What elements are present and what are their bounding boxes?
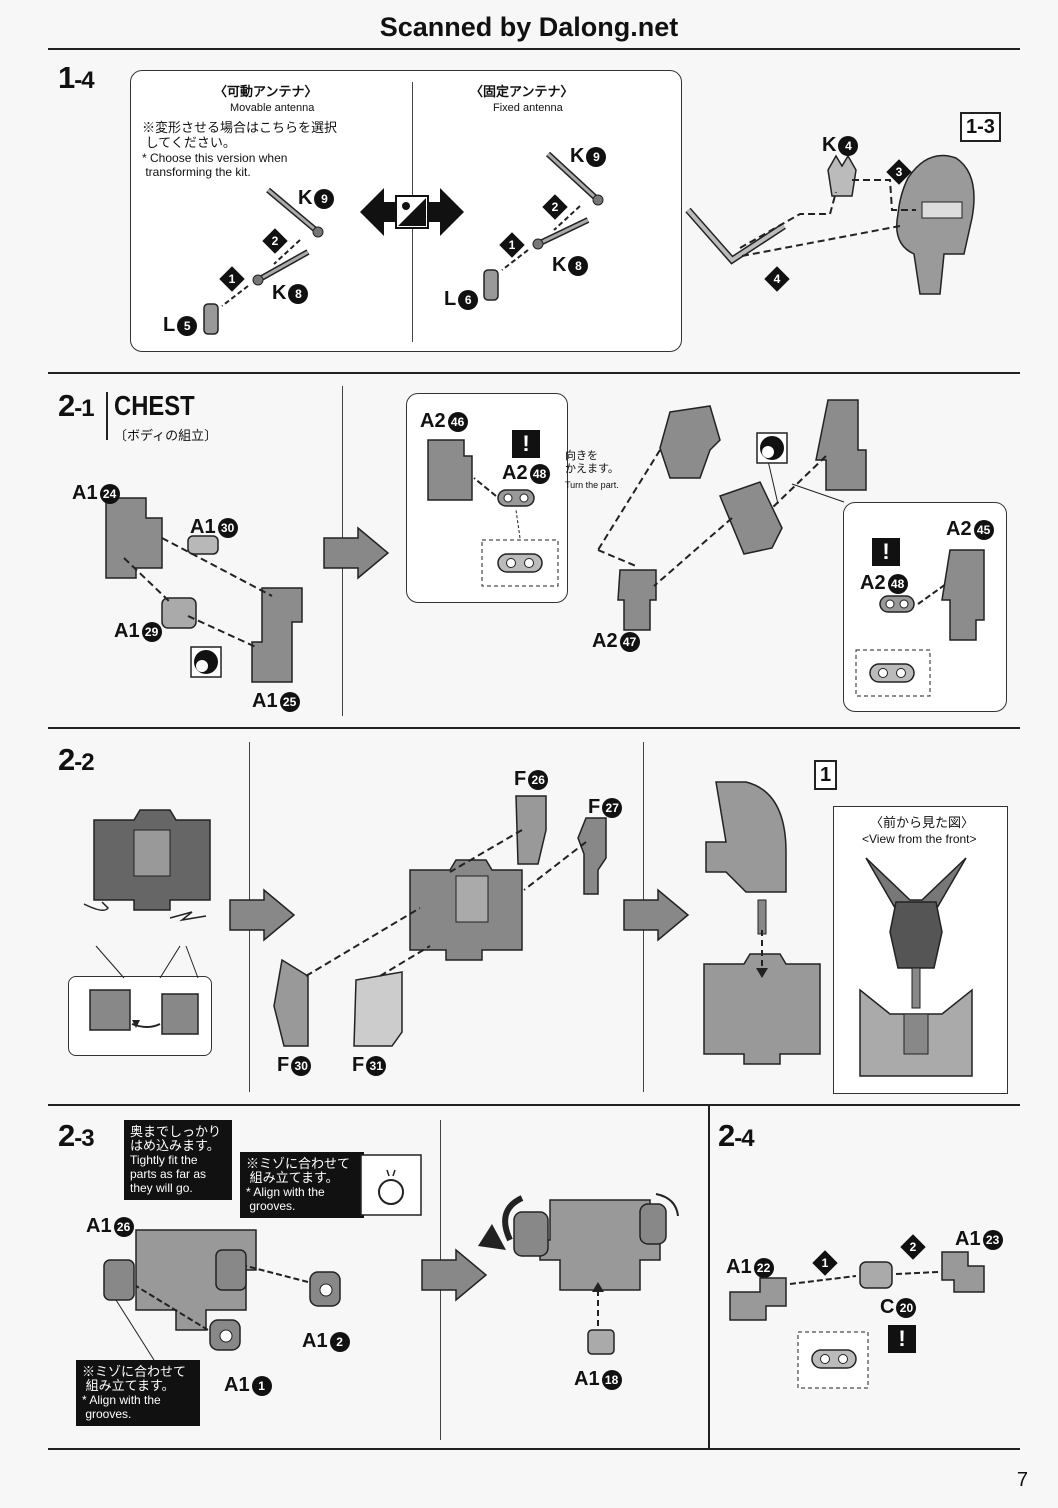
flow-arrow-right-3: [623, 888, 690, 942]
caution-icon: !: [512, 430, 540, 458]
top-rule: [48, 48, 1020, 50]
groove-note-2: ※ミゾに合わせて 組み立てます。 * Align with the groove…: [76, 1360, 200, 1426]
groove-note: ※ミゾに合わせて 組み立てます。 * Align with the groove…: [240, 1152, 364, 1218]
front-view-en: <View from the front>: [862, 832, 977, 846]
step-2-1-number: 2-1: [58, 388, 95, 423]
flow-arrow-right-4: [421, 1248, 488, 1302]
head-antenna-assembly: [685, 154, 975, 295]
detail-callout-lines: [95, 945, 199, 979]
step-2-2-number: 2-2: [58, 742, 95, 777]
order-1-marker-2-4: 1: [812, 1250, 838, 1276]
reverse-side-icon: [190, 646, 222, 678]
transform-note-jp: ※変形させる場合はこちらを選択 してください。: [142, 120, 338, 150]
chest-title-bar: [106, 392, 108, 440]
swap-arrows-icon: [360, 188, 464, 236]
page-number: 7: [1016, 1469, 1028, 1491]
order-2-marker-fixed: 2: [542, 194, 568, 220]
torso-frame-assembly: [103, 1229, 341, 1361]
step-2-3-number: 2-3: [58, 1118, 95, 1153]
polycap-assembly-2: [855, 549, 985, 697]
chest-armor-assembly: [273, 795, 607, 1047]
flow-arrow-right: [323, 526, 390, 580]
fixed-antenna-en: Fixed antenna: [493, 102, 563, 114]
reference-box-1: 1: [814, 760, 838, 790]
movable-antenna-parts: [203, 187, 324, 335]
fixed-antenna-jp: 〈固定アンテナ〉: [470, 84, 574, 99]
fixed-antenna-parts: [483, 151, 604, 301]
step-title-chest-jp: 〔ボディの組立〕: [114, 428, 218, 443]
chest-core-assembly: [597, 399, 867, 631]
reverse-side-icon-2: [756, 432, 788, 464]
order-2-marker-2-4: 2: [900, 1234, 926, 1260]
hip-joint-assembly: [729, 1251, 985, 1389]
reference-box-1-3: 1-3: [960, 112, 1001, 142]
torso-frame-rotation: [478, 1193, 679, 1355]
movable-antenna-en: Movable antenna: [230, 102, 315, 114]
caution-icon-2: !: [872, 538, 900, 566]
front-view-figure: [859, 857, 973, 1077]
order-3-marker: 3: [886, 159, 912, 185]
tight-fit-note: 奥までしっかり はめ込みます。 Tightly fit the parts as…: [124, 1120, 232, 1200]
transform-note-en: * Choose this version when transforming …: [142, 151, 288, 179]
detail-joint: [89, 989, 199, 1035]
head-torso-assembly: [703, 781, 821, 1065]
order-2-marker: 2: [262, 228, 288, 254]
step-title-chest: CHEST: [114, 390, 195, 421]
order-1-marker-fixed: 1: [499, 232, 525, 258]
turn-note-en: Turn the part.: [565, 480, 619, 490]
scan-credit: Scanned by Dalong.net: [379, 12, 679, 42]
step-2-3-2-4-divider: [708, 1106, 710, 1448]
polycap-assembly: [427, 439, 559, 587]
chest-block-side: [83, 809, 211, 922]
rule-3: [48, 1104, 1020, 1106]
align-groove-icon: [360, 1154, 422, 1216]
order-1-marker: 1: [219, 266, 245, 292]
chest-subassembly-left: [105, 497, 303, 683]
caution-icon-3: !: [888, 1325, 916, 1353]
flow-arrow-right-2: [229, 888, 296, 942]
bottom-rule: [48, 1448, 1020, 1450]
movable-antenna-jp: 〈可動アンテナ〉: [214, 84, 318, 99]
rule-1: [48, 372, 1020, 374]
turn-note-jp: 向きを かえます。: [565, 450, 619, 475]
front-view-jp: 〈前から見た図〉: [870, 815, 975, 830]
step-1-4-number: 1-4: [58, 60, 95, 95]
rule-2: [48, 727, 1020, 729]
step-2-4-number: 2-4: [718, 1118, 755, 1153]
order-4-marker: 4: [764, 266, 790, 292]
